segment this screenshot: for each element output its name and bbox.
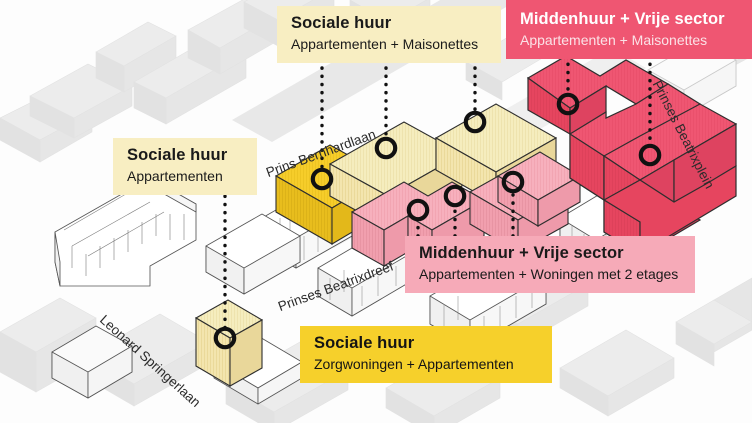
location-markers [213,92,662,350]
callout-title: Middenhuur + Vrije sector [520,10,725,28]
massing-pink-dark-right [526,55,738,256]
leader-lines [223,54,652,330]
callout-subtitle: Appartementen + Maisonettes [520,32,708,49]
callout-title: Sociale huur [291,14,392,32]
marker-3 [374,136,398,160]
marker-6 [443,184,467,208]
marker-9 [638,143,662,167]
callout-subtitle: Appartementen + Woningen met 2 etages [419,266,679,283]
callout-subtitle: Appartementen + Maisonettes [291,36,479,53]
callout-title: Sociale huur [314,334,415,352]
callout-sociale-huur-appartementen: Sociale huur Appartementen [113,138,257,195]
callout-subtitle: Zorgwoningen + Appartementen [314,356,514,373]
marker-2 [310,167,334,191]
callout-title: Sociale huur [127,146,228,164]
marker-7 [501,170,525,194]
massing-yellow-tower [194,299,264,387]
marker-4 [463,110,487,134]
callout-subtitle: Appartementen [127,168,223,185]
callout-title: Middenhuur + Vrije sector [419,244,624,262]
marker-1 [213,326,237,350]
marker-5 [406,198,430,222]
callout-middenhuur-vrije-sector-maisonettes: Middenhuur + Vrije sector Appartementen … [506,0,752,59]
callout-middenhuur-vrije-sector-woningen: Middenhuur + Vrije sector Appartementen … [405,236,695,293]
callout-sociale-huur-zorgwoningen: Sociale huur Zorgwoningen + Appartemente… [300,326,552,383]
marker-8 [556,92,580,116]
callout-sociale-huur-appartementen-maisonettes: Sociale huur Appartementen + Maisonettes [277,6,501,63]
